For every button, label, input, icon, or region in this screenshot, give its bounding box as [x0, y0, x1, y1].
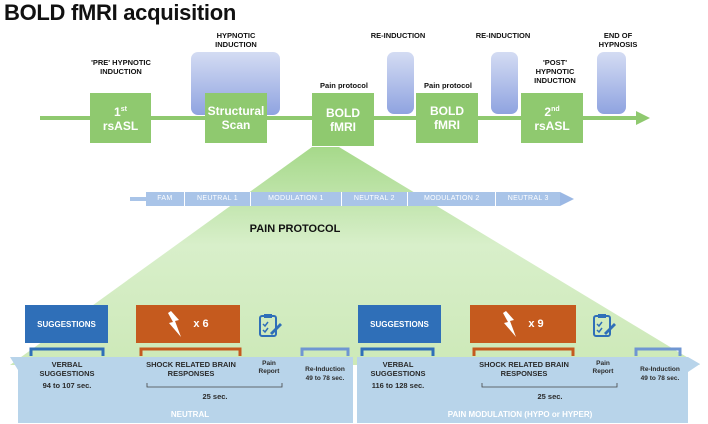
right-reinduction-line: Re-Induction — [640, 366, 680, 373]
re-induction-block-1 — [387, 52, 414, 114]
right-pain-report-label: Pain Report — [585, 360, 621, 376]
right-reinduction-time: 49 to 78 sec. — [640, 375, 680, 382]
pain-protocol-title: PAIN PROTOCOL — [249, 223, 341, 235]
left-pain-report-line-2: Report — [258, 368, 280, 375]
segment-neutral-3: NEUTRAL 3 — [507, 195, 549, 202]
left-shock-count: x 6 — [193, 318, 209, 330]
rsasl-1-word: rsASL — [102, 119, 139, 133]
segment-arrowhead — [560, 192, 574, 206]
left-duration: 25 sec. — [202, 392, 228, 401]
bold-1-line-2: fMRI — [330, 119, 356, 134]
re-induction-label-2: RE-INDUCTION — [475, 31, 531, 40]
left-verbal-line-1: VERBAL — [51, 360, 83, 369]
right-duration-bracket — [481, 383, 618, 388]
rsasl-2-word: rsASL — [534, 119, 570, 133]
right-panel-arrow — [688, 357, 700, 372]
right-pain-report-line-2: Report — [592, 368, 614, 375]
segment-bar-bg — [146, 192, 560, 206]
right-verbal-label: VERBAL SUGGESTIONS 116 to 128 sec. — [360, 360, 436, 390]
right-shock-box: x 9 — [470, 305, 576, 343]
diagram-title: BOLD fMRI acquisition — [4, 0, 237, 25]
timeline-arrowhead — [636, 111, 650, 125]
segment-fam: FAM — [146, 192, 185, 206]
end-of-hypnosis-block — [597, 52, 626, 114]
right-shock-bracket — [472, 347, 575, 356]
lightning-icon — [168, 311, 182, 337]
right-shock-line-1: SHOCK RELATED BRAIN — [479, 360, 569, 369]
left-reinduction-bracket — [300, 347, 350, 356]
right-suggestions-box: SUGGESTIONS — [358, 305, 441, 343]
pain-protocol-label-1: Pain protocol — [320, 81, 368, 90]
segment-tail — [130, 197, 146, 201]
left-reinduction-line: Re-Induction — [305, 366, 345, 373]
left-suggestions-box: SUGGESTIONS — [25, 305, 108, 343]
right-verbal-line-1: VERBAL — [382, 360, 414, 369]
right-pain-report-line-1: Pain — [596, 360, 610, 367]
left-shock-label: SHOCK RELATED BRAIN RESPONSES — [135, 360, 247, 378]
bold-2-line-1: BOLD — [430, 104, 464, 118]
bold-fmri-box-1: BOLD fMRI — [312, 93, 374, 146]
end-of-hypnosis-label: END OF HYPNOSIS — [598, 31, 638, 49]
left-reinduction-time: 49 to 78 sec. — [305, 375, 345, 382]
left-condition-label: NEUTRAL — [170, 410, 210, 419]
right-shock-line-2: RESPONSES — [500, 369, 548, 378]
left-pain-report-icon — [257, 313, 283, 344]
bold-fmri-box-2: BOLD fMRI — [416, 93, 478, 143]
right-verbal-time: 116 to 128 sec. — [371, 381, 425, 390]
right-panel-bg — [357, 357, 688, 423]
rsasl-1-box: 1st rsASL — [90, 93, 151, 143]
right-shock-label: SHOCK RELATED BRAIN RESPONSES — [468, 360, 580, 378]
right-shock-count: x 9 — [528, 318, 544, 330]
hypnotic-induction-label: HYPNOTIC INDUCTION — [215, 31, 257, 49]
right-verbal-line-2: SUGGESTIONS — [370, 369, 426, 378]
right-reinduction-label: Re-Induction 49 to 78 sec. — [632, 365, 688, 383]
left-shock-bracket — [139, 347, 242, 356]
left-panel-arrow — [10, 357, 18, 370]
structural-line-1: Structural — [207, 104, 265, 118]
left-pain-report-line-1: Pain — [262, 360, 276, 367]
segment-neutral-1: NEUTRAL 1 — [185, 192, 252, 206]
right-duration: 25 sec. — [537, 392, 563, 401]
lightning-icon — [503, 311, 517, 337]
rsasl-1-number: 1 — [114, 105, 121, 119]
segment-modulation-1: MODULATION 1 — [251, 192, 342, 206]
left-panel-bg — [18, 357, 353, 423]
structural-line-2: Scan — [221, 118, 251, 132]
right-reinduction-bracket — [634, 347, 682, 356]
left-verbal-line-2: SUGGESTIONS — [39, 369, 95, 378]
right-pain-report-icon — [591, 313, 617, 344]
re-induction-label-1: RE-INDUCTION — [370, 31, 426, 40]
right-condition-label: PAIN MODULATION (HYPO or HYPER) — [447, 410, 593, 419]
left-shock-line-2: RESPONSES — [167, 369, 215, 378]
left-verbal-bracket — [29, 347, 105, 356]
left-shock-line-1: SHOCK RELATED BRAIN — [146, 360, 236, 369]
rsasl-2-ordinal: nd — [551, 106, 560, 113]
pain-protocol-label-2: Pain protocol — [424, 81, 472, 90]
post-hypnotic-label: 'POST' HYPNOTIC INDUCTION — [534, 58, 576, 85]
re-induction-block-2 — [491, 52, 518, 114]
segment-modulation-2: MODULATION 2 — [408, 192, 497, 206]
rsasl-2-number: 2 — [544, 105, 552, 119]
rsasl-1-ordinal: st — [120, 106, 127, 113]
bold-2-line-2: fMRI — [434, 118, 460, 132]
left-shock-box: x 6 — [136, 305, 240, 343]
segment-neutral-2: NEUTRAL 2 — [342, 192, 409, 206]
structural-scan-box: Structural Scan — [205, 93, 267, 143]
left-verbal-label: VERBAL SUGGESTIONS 94 to 107 sec. — [30, 360, 104, 390]
right-verbal-bracket — [360, 347, 435, 356]
left-duration-bracket — [146, 383, 283, 388]
bold-1-line-1: BOLD — [326, 105, 360, 120]
pre-hypnotic-label: 'PRE' HYPNOTIC INDUCTION — [91, 58, 151, 76]
left-verbal-time: 94 to 107 sec. — [42, 381, 92, 390]
segment-bar: FAM NEUTRAL 1 MODULATION 1 NEUTRAL 2 MOD… — [146, 192, 560, 206]
rsasl-2-box: 2nd rsASL — [521, 93, 583, 143]
left-pain-report-label: Pain Report — [251, 360, 287, 376]
left-reinduction-label: Re-Induction 49 to 78 sec. — [298, 365, 352, 383]
